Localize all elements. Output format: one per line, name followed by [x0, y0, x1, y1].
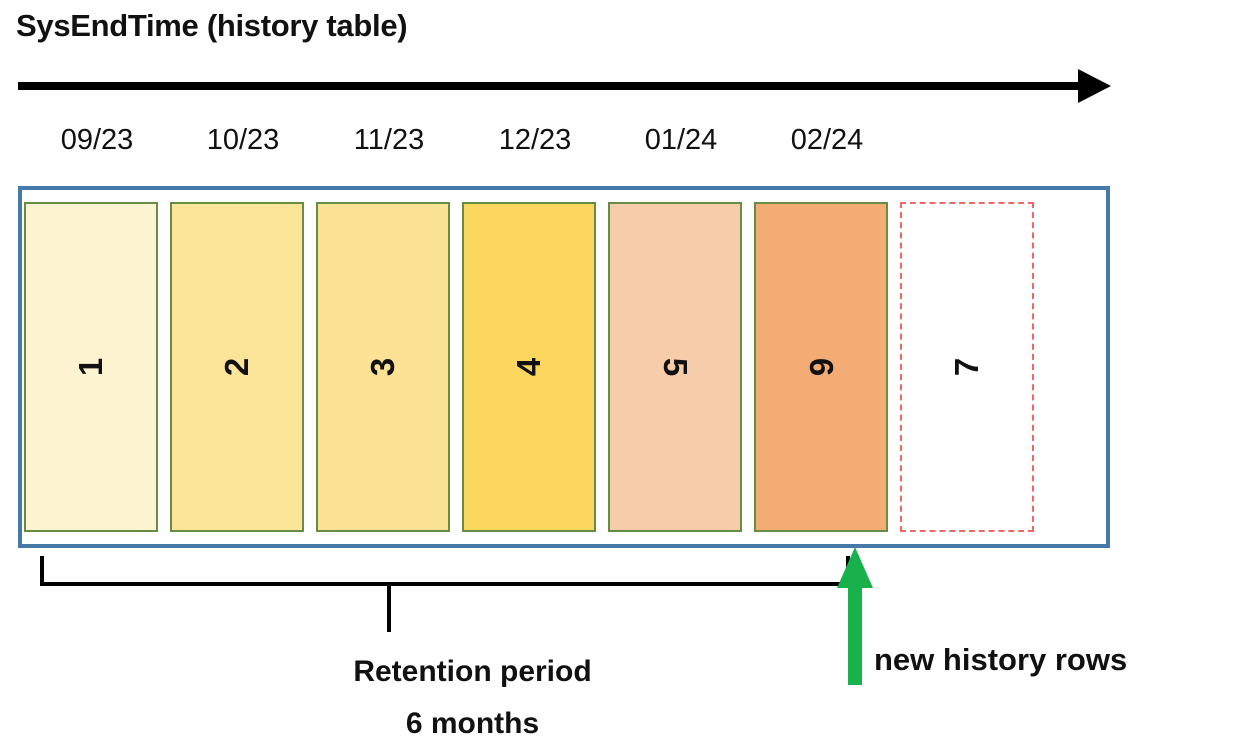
month-block: 6: [754, 202, 888, 532]
month-label: 10/23: [206, 124, 280, 156]
retention-bracket-stem: [387, 586, 391, 632]
month-label: 01/24: [644, 124, 718, 156]
new-rows-arrow-up-icon: [837, 547, 873, 588]
block-number: 3: [363, 357, 401, 377]
diagram-title: SysEndTime (history table): [16, 8, 408, 43]
block-number: 7: [947, 357, 985, 377]
new-history-rows-label: new history rows: [874, 642, 1128, 677]
retention-label: Retention period 6 months: [320, 646, 625, 750]
retention-label-line1: Retention period: [353, 655, 592, 688]
month-block: 3: [316, 202, 450, 532]
month-block: 2: [170, 202, 304, 532]
month-label: 12/23: [498, 124, 572, 156]
retention-bracket-line: [40, 582, 850, 586]
month-block: 4: [462, 202, 596, 532]
month-label: 09/23: [60, 124, 134, 156]
block-number: 6: [802, 357, 840, 377]
block-number: 5: [656, 357, 694, 377]
month-block: 7: [900, 202, 1034, 532]
month-block: 5: [608, 202, 742, 532]
timeline-arrowhead-right-icon: [1078, 69, 1111, 103]
retention-bracket-left-tick: [40, 556, 44, 586]
block-number: 1: [71, 357, 109, 377]
retention-label-line2: 6 months: [405, 707, 540, 740]
block-number: 2: [217, 357, 255, 377]
month-label: 02/24: [790, 124, 864, 156]
timeline-arrow-shaft: [18, 82, 1080, 90]
months-row: 09/23 10/23 11/23 12/23 01/24 02/24: [24, 124, 900, 157]
block-number: 4: [509, 357, 547, 377]
blocks-row: 1 2 3 4 5 6 7: [24, 202, 1034, 532]
month-label: 11/23: [353, 124, 425, 156]
month-block: 1: [24, 202, 158, 532]
new-rows-arrow-stem: [848, 586, 862, 685]
